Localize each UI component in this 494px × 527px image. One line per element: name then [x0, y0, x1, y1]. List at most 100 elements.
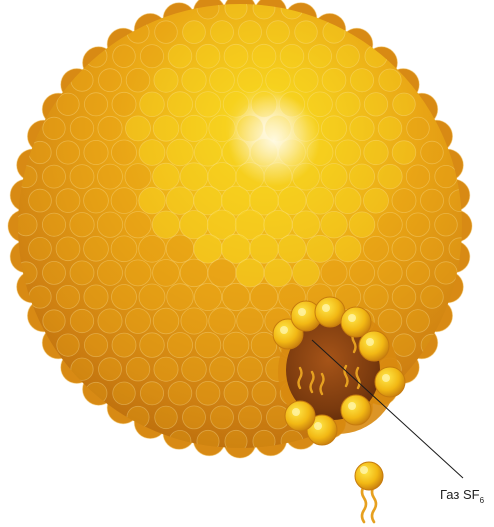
surface-bead — [421, 237, 444, 260]
surface-bead — [393, 334, 416, 357]
surface-bead — [211, 21, 234, 44]
surface-bead — [379, 69, 401, 91]
surface-bead — [29, 237, 52, 260]
surface-bead — [222, 283, 249, 310]
surface-bead — [167, 333, 192, 358]
surface-bead — [113, 382, 136, 405]
surface-bead — [99, 358, 122, 381]
surface-bead — [167, 139, 194, 166]
surface-bead — [154, 357, 178, 381]
surface-bead — [238, 357, 263, 382]
surface-bead — [153, 308, 179, 334]
surface-bead — [224, 44, 248, 68]
surface-bead — [155, 21, 178, 44]
surface-bead — [70, 165, 94, 189]
surface-bead — [196, 44, 220, 68]
surface-bead — [421, 141, 444, 164]
surface-bead — [125, 260, 151, 286]
opening-bead-highlight — [322, 304, 330, 312]
surface-bead — [195, 92, 220, 117]
surface-bead — [378, 117, 402, 141]
surface-bead — [194, 139, 221, 166]
surface-bead — [15, 214, 37, 236]
surface-bead — [43, 165, 66, 188]
opening-bead — [375, 367, 405, 397]
surface-bead — [237, 308, 264, 335]
surface-bead — [321, 211, 348, 238]
surface-bead — [292, 211, 320, 239]
surface-bead — [250, 283, 277, 310]
surface-bead — [223, 332, 249, 358]
surface-bead — [264, 259, 292, 287]
surface-bead — [112, 285, 137, 310]
surface-bead — [267, 21, 290, 44]
surface-bead — [350, 69, 373, 92]
surface-bead — [406, 165, 429, 188]
surface-bead — [239, 21, 262, 44]
opening-bead-highlight — [280, 326, 288, 334]
surface-bead — [252, 381, 276, 405]
surface-bead — [180, 259, 208, 287]
surface-bead — [70, 213, 94, 237]
surface-bead — [435, 262, 457, 284]
opening-bead-highlight — [292, 408, 300, 416]
opening-bead-highlight — [382, 374, 390, 382]
surface-bead — [180, 211, 208, 239]
surface-bead — [278, 187, 306, 215]
surface-bead — [139, 140, 165, 166]
surface-bead — [155, 406, 178, 429]
surface-bead — [152, 211, 179, 238]
surface-bead — [321, 164, 347, 190]
surface-bead — [407, 117, 430, 140]
surface-bead — [113, 45, 136, 68]
surface-bead — [209, 308, 236, 335]
surface-bead — [140, 333, 165, 358]
surface-bead — [139, 187, 166, 214]
surface-bead — [392, 189, 416, 213]
surface-bead — [321, 260, 347, 286]
surface-bead — [239, 406, 262, 429]
surface-bead — [84, 93, 107, 116]
surface-bead — [364, 140, 388, 164]
surface-bead — [392, 237, 416, 261]
surface-bead — [84, 334, 107, 357]
surface-bead — [139, 235, 166, 262]
surface-bead — [208, 259, 236, 287]
surface-bead — [166, 235, 194, 263]
surface-bead — [98, 309, 122, 333]
surface-bead — [252, 44, 276, 68]
opening-bead-highlight — [314, 422, 322, 430]
surface-bead — [406, 261, 429, 284]
surface-bead — [335, 236, 361, 262]
surface-bead — [194, 283, 221, 310]
surface-bead — [140, 45, 163, 68]
surface-bead — [308, 92, 333, 117]
opening-bead — [341, 395, 371, 425]
surface-bead — [112, 333, 136, 357]
surface-bead — [43, 261, 66, 284]
surface-bead — [153, 163, 180, 190]
surface-bead — [98, 260, 123, 285]
surface-bead — [112, 92, 136, 116]
surface-bead — [29, 189, 52, 212]
surface-bead — [294, 68, 318, 92]
surface-bead — [125, 212, 151, 238]
surface-bead — [195, 332, 221, 358]
surface-bead — [392, 285, 416, 309]
surface-bead — [364, 285, 388, 309]
surface-bead — [364, 236, 389, 261]
surface-bead — [167, 284, 194, 311]
surface-bead — [266, 68, 291, 93]
surface-bead — [181, 308, 207, 334]
surface-bead — [168, 382, 192, 406]
surface-bead — [335, 188, 361, 214]
opening-bead-highlight — [366, 338, 374, 346]
surface-bead — [182, 68, 206, 92]
surface-bead — [154, 68, 178, 92]
surface-bead — [337, 45, 360, 68]
surface-bead — [392, 141, 416, 165]
surface-bead — [250, 234, 279, 263]
gas-label: Газ SF6 — [440, 487, 485, 505]
surface-bead — [153, 260, 180, 287]
